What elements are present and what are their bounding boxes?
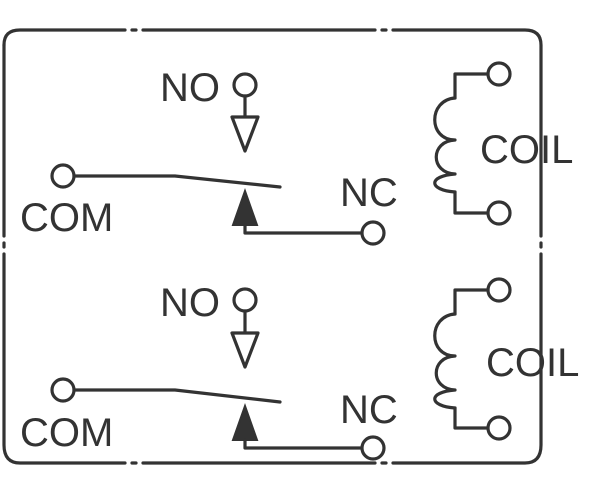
com-label: COM	[20, 411, 113, 455]
nc-label: NC	[340, 171, 398, 215]
coil-terminal-top	[486, 61, 512, 87]
no-terminal	[232, 287, 258, 313]
nc-terminal	[360, 435, 386, 461]
nc-lead	[243, 438, 364, 450]
coil-winding-icon	[433, 96, 457, 194]
no-label: NO	[160, 66, 220, 110]
no-contact-arrow-icon	[230, 115, 260, 153]
relay-lower: NO COM NC COIL	[20, 277, 579, 461]
coil-terminal-bottom	[486, 200, 512, 226]
com-terminal	[50, 377, 76, 403]
coil-lead-bottom	[453, 190, 490, 215]
nc-label: NC	[340, 388, 398, 432]
relay-upper: NO COM NC COIL	[20, 61, 573, 246]
nc-contact-arrow-icon	[231, 402, 259, 441]
coil-label: COIL	[486, 341, 579, 385]
coil-terminal-top	[486, 277, 512, 303]
no-label: NO	[160, 281, 220, 325]
com-switch-arm	[72, 174, 282, 189]
coil-terminal-bottom	[486, 415, 512, 441]
coil-lead-bottom	[453, 406, 490, 430]
coil-winding-icon	[433, 312, 457, 410]
com-label: COM	[20, 196, 113, 240]
no-terminal	[232, 72, 258, 98]
nc-terminal	[360, 220, 386, 246]
nc-lead	[243, 223, 364, 235]
com-switch-arm	[72, 388, 282, 404]
coil-lead-top	[453, 72, 490, 100]
nc-contact-arrow-icon	[231, 187, 259, 226]
package-outline	[2, 28, 543, 465]
coil-lead-top	[453, 288, 490, 316]
com-terminal	[50, 163, 76, 189]
no-contact-arrow-icon	[230, 331, 260, 369]
coil-label: COIL	[480, 128, 573, 172]
